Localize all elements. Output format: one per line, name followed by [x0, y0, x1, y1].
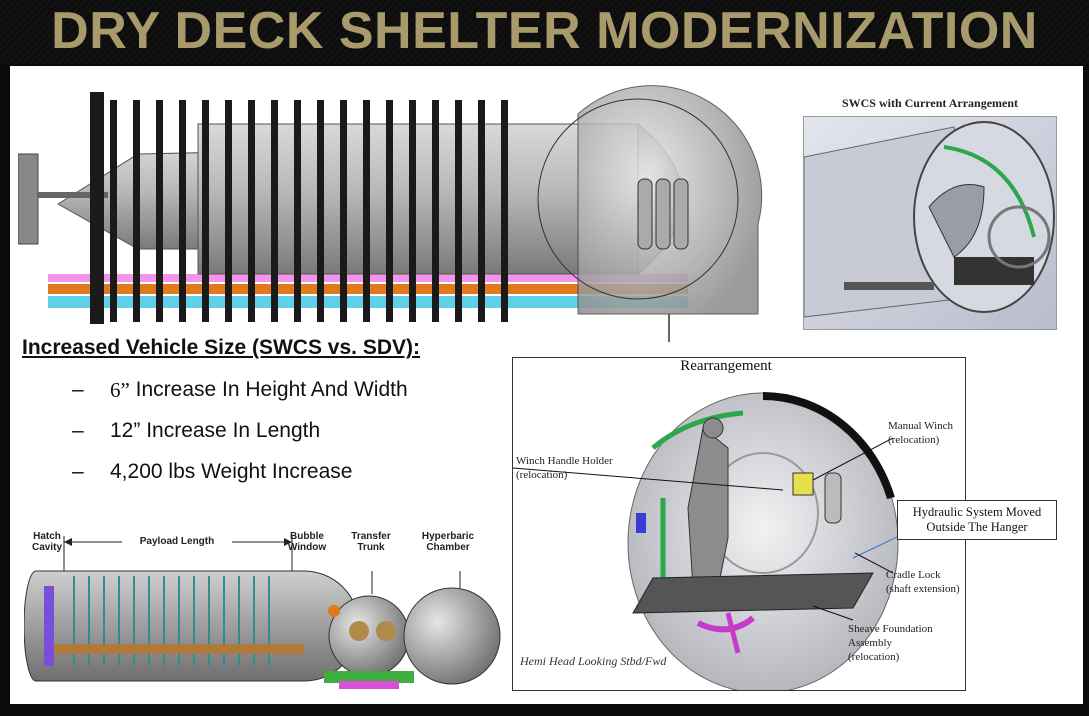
swcs-caption: SWCS with Current Arrangement	[841, 96, 1019, 110]
swcs-current-arrangement-image	[803, 116, 1057, 330]
label-payload-length: Payload Length	[122, 536, 232, 547]
callout-sheave-foundation: Sheave Foundation Assembly (relocation)	[848, 623, 933, 663]
bullet-text: Increase In Length	[140, 419, 321, 442]
bullet-value: 12”	[110, 419, 141, 442]
bullet-dash: –	[72, 378, 84, 401]
bullet-dash: –	[72, 460, 84, 483]
shelter-schematic	[24, 516, 502, 696]
vehicle-size-heading: Increased Vehicle Size (SWCS vs. SDV):	[22, 336, 420, 359]
label-hatch-cavity: Hatch Cavity	[31, 531, 62, 553]
callout-hydraulic-system: Hydraulic System Moved Outside The Hange…	[897, 500, 1057, 540]
callout-cradle-lock: Cradle Lock (shaft extension)	[886, 569, 960, 595]
rearrangement-image	[512, 357, 966, 691]
label-hyperbaric-chamber: Hyperbaric Chamber	[421, 531, 475, 553]
callout-manual-winch: Manual Winch (relocation)	[888, 420, 954, 446]
bullet-value: 6”	[110, 378, 130, 402]
bullet-dash: –	[72, 419, 84, 442]
header-band	[0, 0, 1089, 64]
callout-winch-handle-holder: Winch Handle Holder (relocation)	[516, 455, 613, 481]
rearrangement-title: Rearrangement	[680, 358, 772, 374]
list-item: – 12” Increase In Length	[72, 415, 408, 456]
slide-content: SWCS with Current Arrangement Increased …	[10, 66, 1083, 704]
label-transfer-trunk: Transfer Trunk	[351, 531, 391, 553]
slide-title: DRY DECK SHELTER MODERNIZATION	[51, 2, 1038, 60]
list-item: – 4,200 lbs Weight Increase	[72, 456, 408, 497]
bullet-text: lbs Weight Increase	[162, 460, 353, 483]
bullet-text: Increase In Height And Width	[129, 378, 408, 401]
vehicle-size-list: – 6” Increase In Height And Width – 12” …	[72, 374, 408, 497]
view-caption: Hemi Head Looking Stbd/Fwd	[520, 654, 667, 668]
list-item: – 6” Increase In Height And Width	[72, 374, 408, 415]
bullet-value: 4,200	[110, 460, 163, 483]
label-bubble-window: Bubble Window	[287, 531, 327, 553]
side-view-drawing	[18, 84, 778, 346]
